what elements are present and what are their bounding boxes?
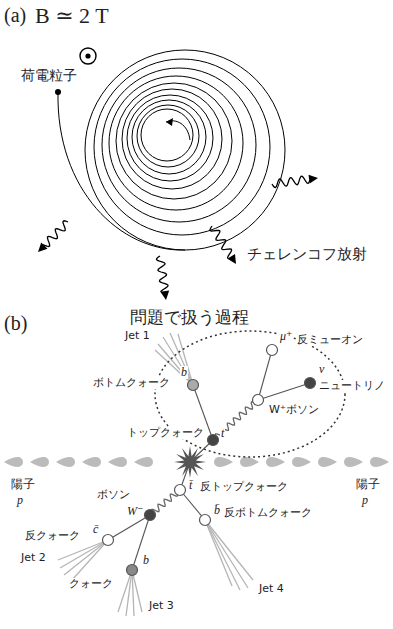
boson-wave — [213, 400, 259, 441]
particle-symbol: b — [142, 554, 150, 567]
wavy-lines — [38, 175, 318, 517]
spiral-ring — [137, 105, 199, 167]
proton-drop — [82, 457, 101, 467]
proton-drop — [134, 457, 153, 467]
spiral-ring — [127, 95, 213, 181]
jet-line — [72, 540, 108, 580]
jet-label: Jet 1 — [124, 330, 151, 342]
spiral-ring — [109, 76, 243, 210]
field-value: B ≃ 2 T — [34, 4, 110, 28]
particle-name: クォーク — [68, 578, 114, 590]
collision-star — [174, 446, 206, 478]
antimuon-circle — [267, 345, 278, 356]
proton-drop — [266, 457, 285, 467]
decay-line — [132, 515, 150, 570]
cherenkov-wave — [42, 221, 68, 247]
jet-line — [58, 540, 108, 560]
jet-line — [170, 333, 193, 385]
spiral-track — [85, 50, 285, 250]
top-circle — [208, 435, 219, 446]
particle-name: 反ボトムクォーク — [223, 507, 313, 519]
bottom-circle — [188, 380, 199, 391]
radiation-label: チェレンコフ放射 — [246, 246, 368, 263]
proton-drop — [240, 457, 259, 467]
neutrino-circle — [305, 378, 316, 389]
spiral-ring — [132, 100, 206, 174]
proton-label: 陽子 — [355, 478, 381, 491]
particle-name: W⁺ボソン — [268, 404, 320, 416]
spiral-ring — [94, 59, 270, 235]
spiral-ring — [122, 89, 222, 189]
proton-drop — [370, 457, 389, 467]
particle-symbol: ν — [318, 363, 325, 376]
proton-drop — [344, 457, 363, 467]
spiral-ring — [116, 83, 232, 199]
cherenkov-wave — [272, 176, 310, 187]
anticharm-circle — [103, 535, 114, 546]
particle-name: ニュートリノ — [318, 380, 386, 392]
jet-line — [205, 520, 253, 580]
particle-symbol: μ⁺ — [279, 330, 293, 343]
decay-line — [108, 515, 150, 540]
particle-symbol: t̄ — [188, 479, 193, 492]
cherenkov-wave — [157, 256, 169, 292]
particle-symbol: b — [180, 366, 188, 379]
particle-label: 荷電粒子 — [20, 68, 78, 83]
jet-line — [178, 334, 193, 385]
proton-drop — [56, 457, 75, 467]
w-plus-circle — [253, 395, 264, 406]
antitop-circle — [175, 485, 186, 496]
field-symbol — [80, 48, 96, 64]
particle-symbol: t — [220, 427, 225, 440]
spiral-ring — [102, 68, 256, 222]
spiral-ring — [141, 109, 193, 161]
proton-symbol: p — [16, 494, 24, 507]
region-title: 問題で扱う過程 — [130, 308, 249, 327]
spiral-ring — [85, 50, 285, 250]
jet-line — [205, 520, 248, 588]
cherenkov-wave-head — [38, 243, 48, 253]
particle-name: 反クォーク — [24, 530, 81, 542]
proton-label: 陽子 — [10, 478, 36, 491]
proton-symbol: p — [361, 494, 369, 507]
antibottom-circle — [200, 515, 211, 526]
jet-line — [126, 570, 132, 616]
particle-name: ボソン — [96, 489, 131, 501]
decay-line — [258, 383, 310, 400]
particle-name: 反トップクォーク — [199, 481, 289, 493]
proton-drop — [108, 457, 127, 467]
particle-symbol: W⁻ — [126, 505, 144, 518]
jet-label: Jet 4 — [258, 583, 285, 595]
cherenkov-wave-head — [309, 175, 319, 184]
particle-name: 反ミューオン — [296, 334, 364, 346]
proton-drop — [214, 457, 233, 467]
jet-label: Jet 3 — [148, 600, 175, 612]
proton-drop — [318, 457, 337, 467]
jet-line — [64, 540, 108, 575]
panel-letter: (b) — [3, 312, 28, 334]
jet-line — [132, 570, 142, 612]
jet-line — [60, 540, 108, 568]
jet-line — [205, 520, 232, 586]
particle-name: ボトムクォーク — [92, 377, 171, 389]
spiral-arrowhead — [166, 118, 173, 126]
cherenkov-wave-head — [227, 254, 236, 264]
cherenkov-wave-head — [160, 291, 169, 301]
proton-drop — [4, 457, 23, 467]
field-dot — [85, 53, 90, 58]
cherenkov-wave — [210, 226, 232, 259]
w-minus-circle — [145, 510, 156, 521]
proton-drop — [292, 457, 311, 467]
quark-circle — [127, 565, 138, 576]
proton-drop — [30, 457, 49, 467]
particle-symbol: c̄ — [92, 523, 99, 536]
jet-line — [205, 520, 240, 590]
jets — [58, 333, 253, 616]
jet-label: Jet 2 — [20, 552, 47, 564]
panel-letter: (a) — [3, 4, 27, 26]
particle-symbol: b̄ — [213, 504, 221, 517]
particle-name: トップクォーク — [126, 427, 205, 439]
decay-line — [258, 350, 272, 400]
